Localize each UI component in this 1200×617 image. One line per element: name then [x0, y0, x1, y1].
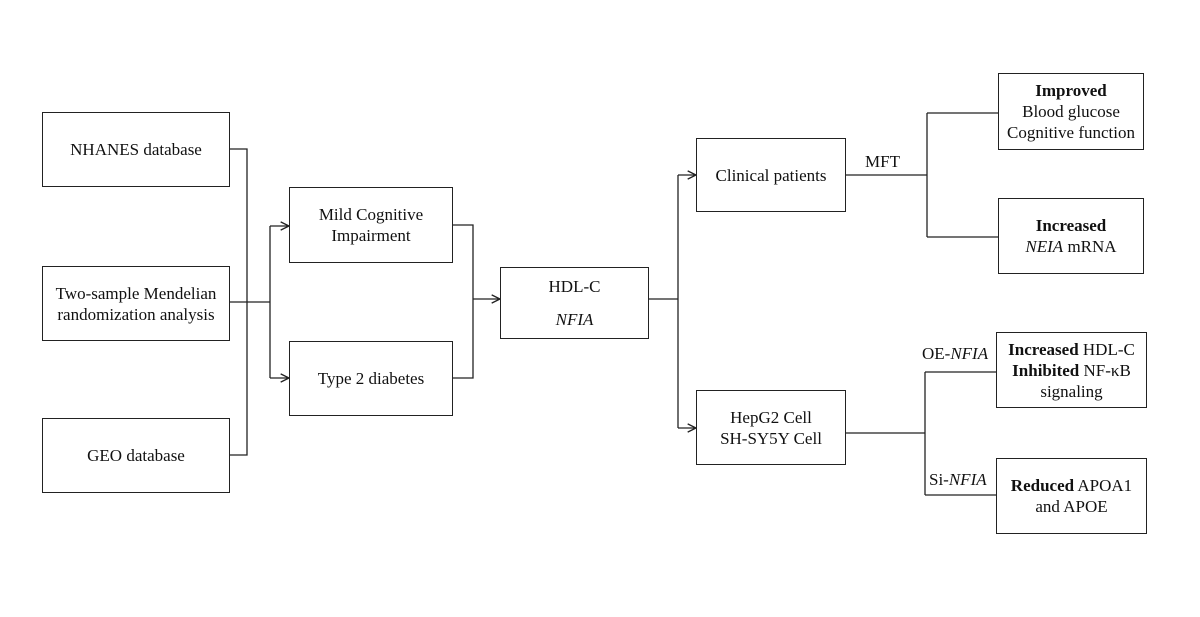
oe-result-line3: signaling	[1040, 381, 1103, 401]
nfia-label: NFIA	[555, 310, 594, 329]
increased-label: Increased	[1035, 216, 1107, 235]
si-nfia-label: Si-NFIA	[929, 470, 987, 490]
mild-cognitive-impairment-box: Mild Cognitive Impairment	[289, 187, 453, 263]
nhanes-database-label: NHANES database	[70, 140, 202, 159]
si-result-line1: Reduced APOA1	[1010, 476, 1133, 495]
improved-label: Improved	[1035, 81, 1107, 100]
increased-mrna-box: Increased NEIA mRNA	[998, 198, 1144, 274]
mci-line1: Mild Cognitive	[318, 205, 424, 224]
clinical-patients-box: Clinical patients	[696, 138, 846, 212]
sh-sy5y-cell-label: SH-SY5Y Cell	[720, 428, 822, 448]
mendelian-line2: randomization analysis	[57, 304, 215, 324]
type-2-diabetes-box: Type 2 diabetes	[289, 341, 453, 416]
hdl-c-nfia-box: HDL-C NFIA	[500, 267, 649, 339]
mendelian-randomization-box: Two-sample Mendelian randomization analy…	[42, 266, 230, 341]
mrna-line: NEIA mRNA	[1025, 236, 1116, 257]
si-result-box: Reduced APOA1 and APOE	[996, 458, 1147, 534]
oe-prefix: OE-	[922, 344, 951, 363]
neia-gene: NEIA	[1025, 237, 1064, 256]
oe-result-line2: Inhibited NF-κB	[1012, 360, 1131, 380]
improved-outcome-box: Improved Blood glucose Cognitive functio…	[998, 73, 1144, 150]
hdl-c-label: HDL-C	[548, 277, 601, 296]
cognitive-function-label: Cognitive function	[1007, 123, 1135, 142]
mendelian-line1: Two-sample Mendelian	[55, 283, 217, 303]
si-prefix: Si-	[929, 470, 949, 489]
clinical-patients-label: Clinical patients	[715, 165, 827, 185]
blood-glucose-label: Blood glucose	[1022, 102, 1120, 121]
oe-gene: NFIA	[950, 344, 989, 363]
oe-result-line1: Increased HDL-C	[1008, 339, 1135, 359]
cell-lines-box: HepG2 Cell SH-SY5Y Cell	[696, 390, 846, 465]
hepg2-cell-label: HepG2 Cell	[730, 407, 812, 427]
nhanes-database-box: NHANES database	[42, 112, 230, 187]
mft-label: MFT	[865, 152, 900, 171]
oe-result-box: Increased HDL-C Inhibited NF-κB signalin…	[996, 332, 1147, 408]
si-gene: NFIA	[948, 470, 987, 489]
geo-database-label: GEO database	[87, 446, 185, 465]
mci-line2: Impairment	[331, 226, 411, 245]
oe-nfia-label: OE-NFIA	[922, 344, 988, 364]
si-result-line2: and APOE	[1035, 497, 1108, 516]
geo-database-box: GEO database	[42, 418, 230, 493]
type-2-diabetes-label: Type 2 diabetes	[317, 369, 425, 388]
mrna-text: mRNA	[1063, 237, 1117, 256]
